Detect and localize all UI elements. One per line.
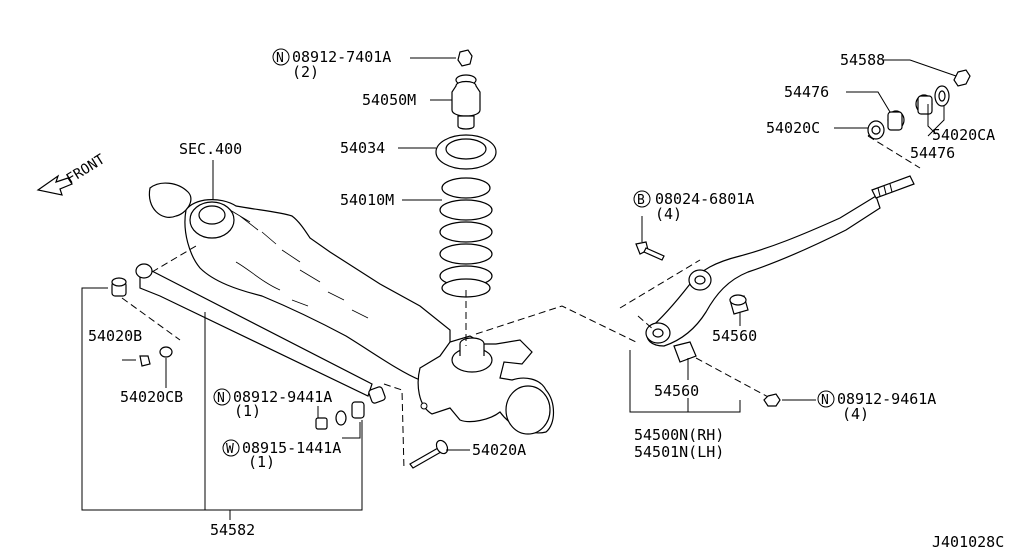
leader-lines [122,57,957,451]
callout-part: 54476 [784,83,829,101]
callout-part: 54020CB [120,388,183,406]
callout-part: 54034 [340,139,385,157]
callout-qty: (4) [842,405,869,423]
callout-prefix: N [276,51,284,66]
sec-label: SEC.400 [179,140,242,158]
callout-prefix: N [821,393,829,408]
callout-part: 54560 [712,327,757,345]
figure-code: J401028C [932,533,1004,551]
callout-part: 08912-7401A [292,48,391,66]
callout-prefix: B [637,193,645,208]
callout-part: 54020C [766,119,820,137]
arm-bolt-drawing [635,241,665,261]
callout-qty: (1) [248,453,275,471]
front-label: FRONT [64,151,109,187]
callout-part: 54050M [362,91,416,109]
callout-part: 08912-9441A [233,388,332,406]
callout-part: 54020A [472,441,526,459]
callout-qty: (2) [292,63,319,81]
callout-part: 54500N(RH) [634,426,724,444]
callout-part: 54020B [88,327,142,345]
callout-qty: (4) [655,205,682,223]
callout-part: 08024-6801A [655,190,754,208]
callout-part: 54501N(LH) [634,443,724,461]
callout-prefix: N [217,391,225,406]
front-direction-indicator: FRONT [36,151,109,196]
arm-nut-drawing [763,393,781,407]
axle-housing-drawing [148,182,555,435]
callout-part: 08912-9461A [837,390,936,408]
callout-prefix: W [226,442,234,457]
callout-qty: (1) [234,402,261,420]
callout-part: 54020CA [932,126,995,144]
callout-part: 54582 [210,521,255,539]
lower-arm-drawing [645,175,915,363]
callout-part: 54010M [340,191,394,209]
lower-bolt-drawing [409,439,449,469]
callout-part: 54588 [840,51,885,69]
callout-part: 54476 [910,144,955,162]
stabilizer-bar-drawing [111,263,386,430]
spring-stack-drawing [435,49,497,298]
callout-part: 54560 [654,382,699,400]
callout-part: 08915-1441A [242,439,341,457]
